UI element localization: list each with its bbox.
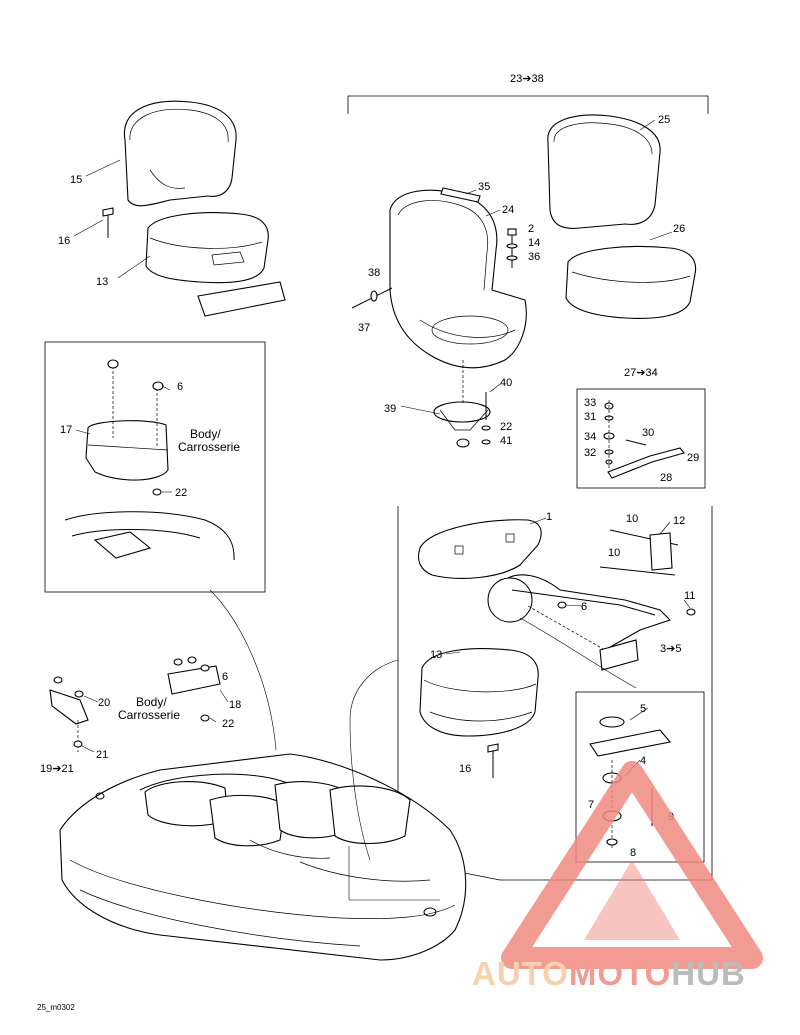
callout-2: 2	[528, 223, 534, 235]
callout-19-21: 19➔21	[40, 763, 74, 775]
bolt-16-bottom	[487, 743, 499, 778]
callout-20: 20	[98, 697, 110, 709]
callout-40: 40	[500, 377, 512, 389]
body-note-left-line1: Body/	[190, 427, 221, 441]
body-note-bottom-line2: Carrosserie	[118, 708, 180, 722]
callout-6-right: 6	[581, 601, 587, 613]
watermark-auto: AUTO	[472, 955, 569, 992]
callout-14: 14	[528, 237, 540, 249]
bracket-18	[167, 656, 221, 722]
callout-30: 30	[642, 427, 654, 439]
callout-32: 32	[584, 447, 596, 459]
watermark-hub: HUB	[671, 955, 746, 992]
seat-backrest-25	[547, 114, 661, 229]
callout-25: 25	[658, 114, 670, 126]
svg-text:AUTOMOTOHUB: AUTOMOTOHUB	[472, 955, 746, 992]
bolt-40-stack	[481, 392, 491, 445]
callout-13-top: 13	[96, 276, 108, 288]
callout-22-mid: 22	[500, 421, 512, 433]
callout-6-bottom: 6	[222, 671, 228, 683]
watermark-moto: MOTO	[569, 955, 671, 992]
callout-21: 21	[96, 749, 108, 761]
body-note-left-line2: Carrosserie	[178, 440, 240, 454]
body-note-bottom-line1: Body/	[136, 695, 167, 709]
screw-2-stack	[506, 228, 518, 268]
watermark-logo: AUTOMOTOHUB	[472, 761, 763, 992]
callout-22-bottom: 22	[222, 718, 234, 730]
seat-top-1	[417, 519, 542, 579]
seat-backrest-15	[123, 100, 237, 207]
callout-31: 31	[584, 411, 596, 423]
body-cutaway-17	[64, 511, 235, 561]
callout-37: 37	[358, 322, 370, 334]
seat-cushion-26	[565, 246, 697, 319]
callout-10-b: 10	[608, 547, 620, 559]
callout-29: 29	[687, 452, 699, 464]
callout-23-38: 23➔38	[510, 73, 544, 85]
callout-39: 39	[384, 403, 396, 415]
callout-5: 5	[640, 703, 646, 715]
callout-24: 24	[502, 204, 514, 216]
callout-6-left: 6	[177, 381, 183, 393]
callout-8: 8	[630, 847, 636, 859]
bracket-19-21	[49, 676, 89, 752]
callout-17: 17	[60, 424, 72, 436]
callout-13-bottom: 13	[430, 649, 442, 661]
callout-35: 35	[478, 181, 490, 193]
callout-3-5: 3➔5	[660, 643, 681, 655]
callout-38: 38	[368, 267, 380, 279]
panel-17	[85, 359, 169, 496]
callout-16-bottom: 16	[459, 763, 471, 775]
callout-4: 4	[640, 755, 646, 767]
figure-ref-code: 25_m0302	[37, 1003, 75, 1012]
callout-34: 34	[584, 431, 596, 443]
callout-28: 28	[660, 472, 672, 484]
bracket-rail-3-5	[487, 574, 672, 671]
callout-1: 1	[546, 511, 552, 523]
callout-18: 18	[229, 699, 241, 711]
hardware-10-12	[557, 529, 696, 616]
pedestal-39	[433, 360, 491, 448]
watermark-triangle-outer	[501, 761, 763, 969]
callout-7: 7	[588, 799, 594, 811]
hardware-27-34	[603, 400, 685, 479]
callout-12: 12	[673, 515, 685, 527]
callout-36: 36	[528, 251, 540, 263]
callout-10-a: 10	[626, 513, 638, 525]
watermark-triangle-inner	[584, 860, 680, 940]
fastener-37-38	[351, 287, 393, 309]
seat-cushion-13-top	[145, 212, 269, 284]
boat-hull	[59, 753, 467, 961]
callout-22-left: 22	[175, 487, 187, 499]
bolt-16-top	[102, 207, 114, 238]
callout-15: 15	[70, 174, 82, 186]
callout-41: 41	[500, 435, 512, 447]
callout-33: 33	[584, 397, 596, 409]
seat-cushion-13-bottom	[419, 648, 539, 737]
seat-shell-24	[389, 189, 527, 369]
callout-11: 11	[684, 590, 695, 602]
seat-base-strip	[197, 281, 286, 317]
callout-labels: 15 16 13 23➔38 25 35 24 26 2 14 36 38 37…	[37, 73, 699, 1012]
callout-27-34: 27➔34	[624, 367, 658, 379]
callout-16-top: 16	[58, 235, 70, 247]
callout-26: 26	[673, 223, 685, 235]
